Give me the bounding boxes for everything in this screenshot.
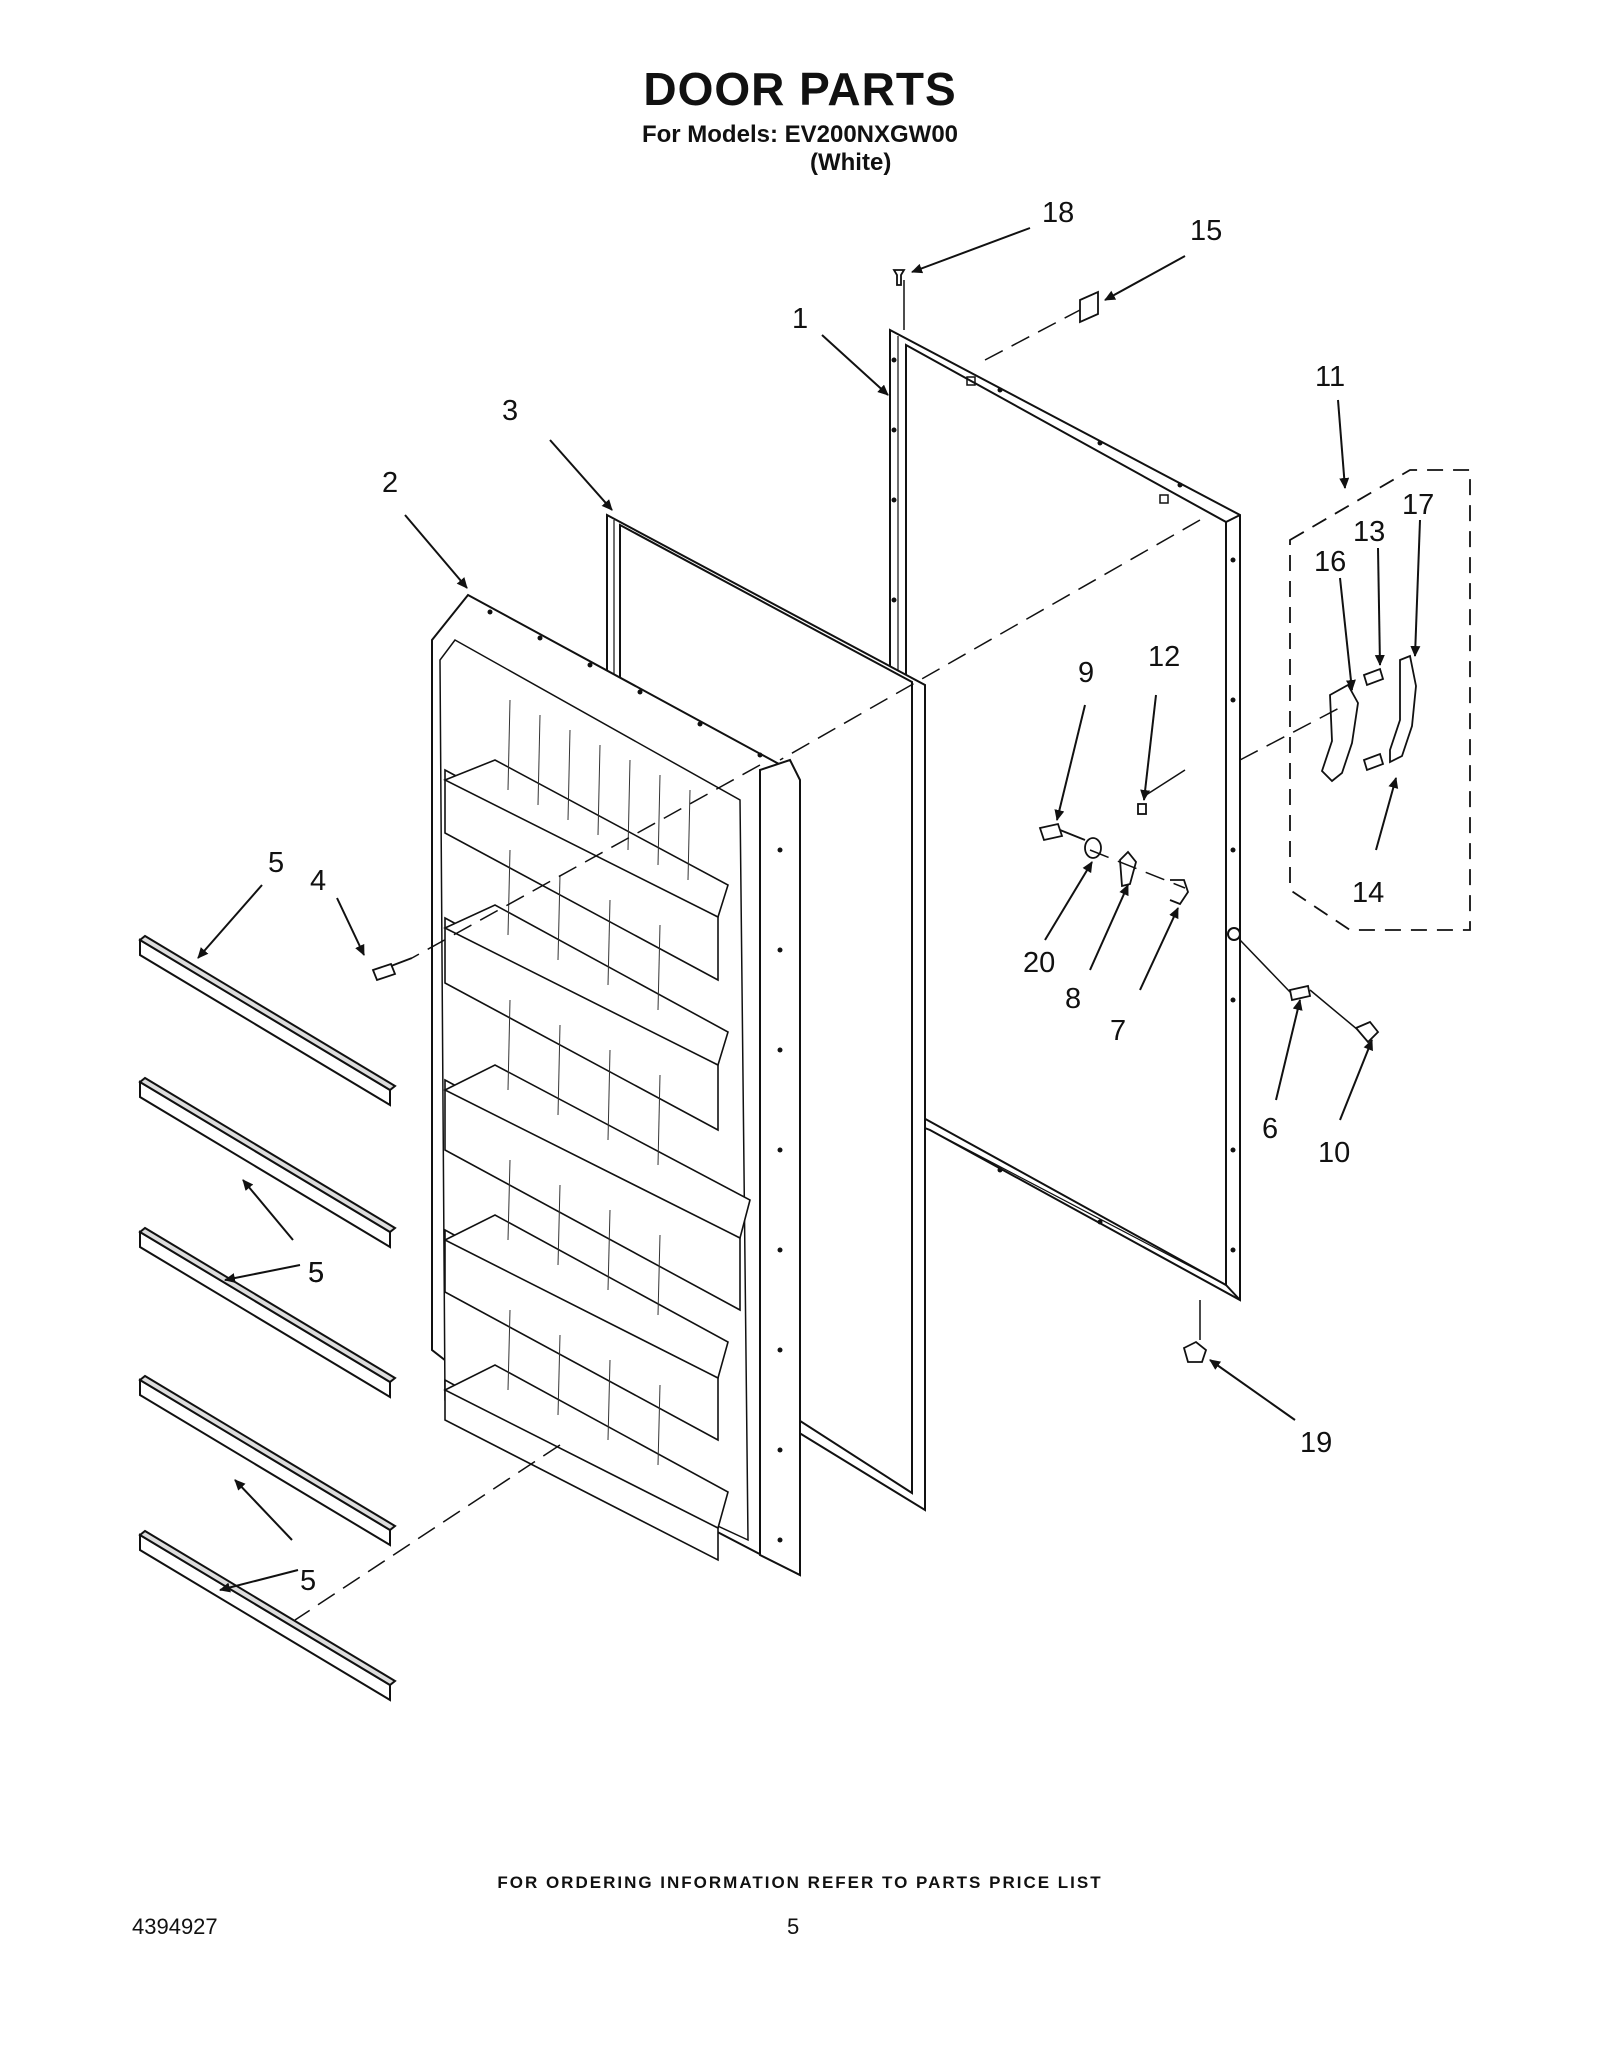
callout-6: 6 (1262, 1113, 1278, 1145)
callout-10: 10 (1318, 1137, 1350, 1169)
shelf-bars (138, 934, 397, 1702)
axis-lines (903, 280, 1359, 1340)
callout-15: 15 (1190, 215, 1222, 247)
callout-1: 1 (792, 303, 808, 335)
callout-18: 18 (1042, 197, 1074, 229)
color-variant: (White) (810, 149, 892, 176)
page-title: DOOR PARTS (643, 63, 957, 115)
callout-3: 3 (502, 395, 518, 427)
callout-13: 13 (1353, 516, 1385, 548)
hinge-kit-outline (1289, 469, 1471, 931)
callout-19: 19 (1300, 1427, 1332, 1459)
callout-2: 2 (382, 467, 398, 499)
callout-12: 12 (1148, 641, 1180, 673)
callout-4: 4 (310, 865, 326, 897)
models-line: For Models: EV200NXGW00 (641, 121, 959, 148)
callout-17: 17 (1402, 489, 1434, 521)
assembly-lines (294, 309, 1346, 1621)
callout-11: 11 (1315, 361, 1345, 393)
callout-20: 20 (1023, 947, 1055, 979)
callout-5-d: 5 (308, 1257, 324, 1289)
document-number: 4394927 (132, 1914, 218, 1939)
callout-9: 9 (1078, 657, 1094, 689)
outer-door-frame (889, 328, 1241, 1302)
callout-7: 7 (1110, 1015, 1126, 1047)
inner-door-liner (431, 593, 802, 1577)
page-number: 5 (787, 1914, 800, 1939)
hardware-parts (371, 269, 1417, 1363)
callout-5-c: 5 (300, 1565, 316, 1597)
callout-16: 16 (1314, 546, 1346, 578)
callout-14: 14 (1352, 877, 1384, 909)
callout-5-b: 5 (308, 1257, 324, 1289)
ordering-note: FOR ORDERING INFORMATION REFER TO PARTS … (497, 1873, 1103, 1892)
callout-5-a: 5 (268, 847, 284, 879)
leader-arrows (197, 227, 1421, 1593)
callout-8: 8 (1065, 983, 1081, 1015)
